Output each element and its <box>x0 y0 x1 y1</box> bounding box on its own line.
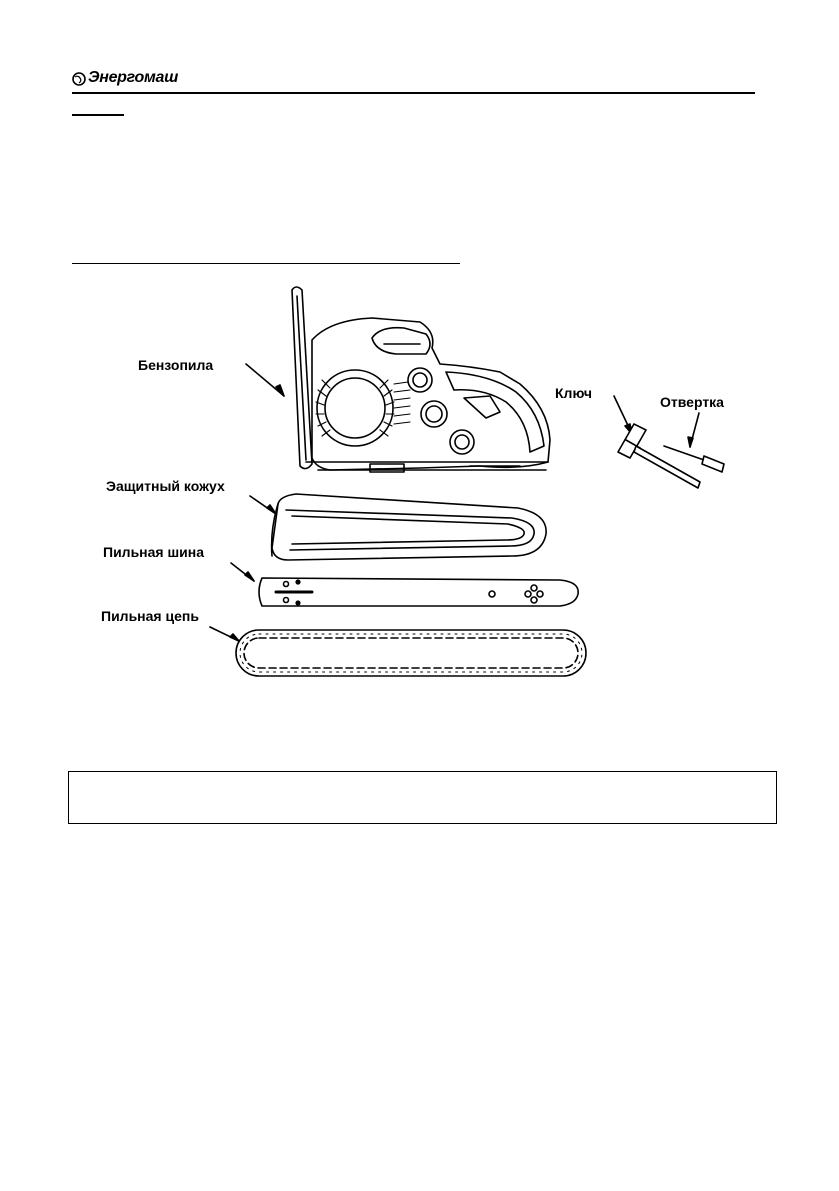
header-rule <box>72 92 755 94</box>
heading-underline <box>72 114 124 116</box>
label-chain: Пильная цепь <box>101 608 199 624</box>
label-guard: Эащитный кожух <box>106 478 225 494</box>
note-box <box>68 771 777 824</box>
screwdriver-drawing <box>663 445 725 473</box>
chain-drawing <box>235 629 587 677</box>
chainsaw-drawing <box>291 286 551 473</box>
globe-icon <box>72 72 86 86</box>
label-screwdriver: Отвертка <box>660 394 724 410</box>
label-chainsaw: Бензопила <box>138 357 214 373</box>
package-contents-illustration <box>209 286 725 677</box>
pointer-arrows <box>209 363 700 642</box>
label-bar: Пильная шина <box>103 544 204 560</box>
brand-name: Энергомаш <box>88 69 179 86</box>
wrench-drawing <box>617 423 701 489</box>
brand-logo: Энергомаш <box>72 68 202 92</box>
label-wrench: Ключ <box>555 385 592 401</box>
guard-drawing <box>270 493 547 561</box>
section-underline <box>72 263 460 264</box>
bar-drawing <box>258 577 579 607</box>
